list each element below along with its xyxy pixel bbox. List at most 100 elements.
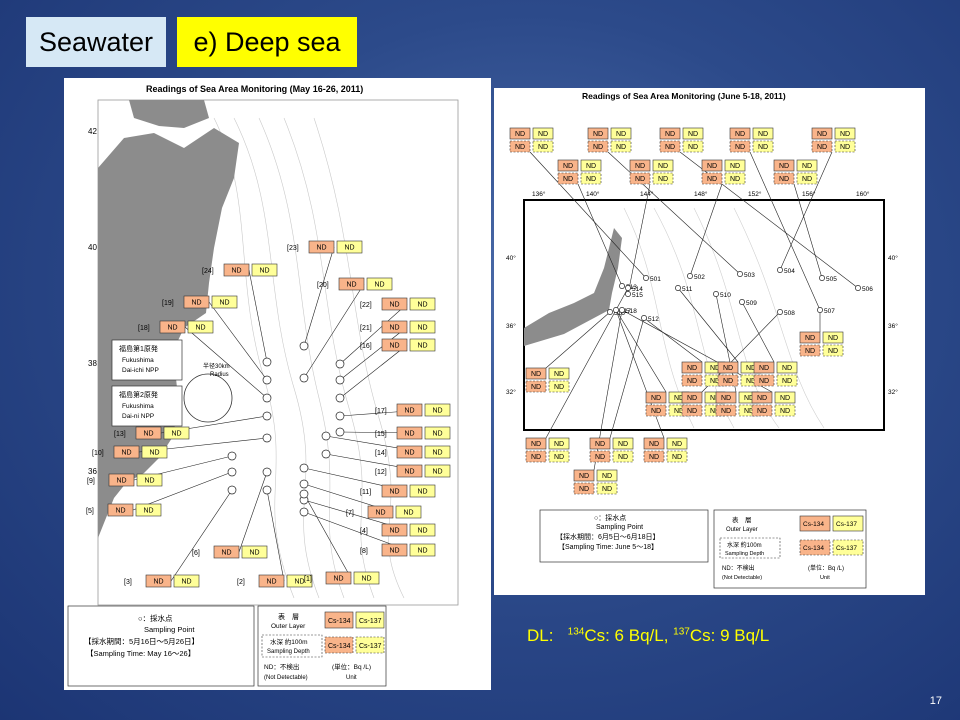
cs137-nd-text: ND	[802, 176, 812, 183]
cs137-nd-box	[596, 469, 618, 482]
cs134-nd-box	[258, 574, 285, 588]
cs134-nd-box	[338, 277, 365, 291]
leader-line	[303, 246, 335, 347]
station-marker	[262, 485, 272, 495]
right-legend: ○：採水点 Sampling Point 【採水期間：6月5日～6月18日】 【…	[539, 509, 867, 589]
cs137-nd-box	[409, 523, 436, 537]
cs137-nd-box	[286, 574, 313, 588]
cs134-nd-box	[509, 127, 531, 140]
cs137-nd-text: ND	[374, 282, 384, 289]
station-marker	[335, 359, 345, 369]
lon-label: 160°	[856, 190, 870, 198]
cs137-nd-box	[251, 263, 278, 277]
cs134-nd-text: ND	[735, 144, 745, 151]
leader-line	[779, 151, 833, 271]
svg-text:(単位：Bq /L): (単位：Bq /L)	[808, 564, 844, 572]
point-label: 507	[824, 308, 835, 315]
cs134-nd-box	[643, 450, 665, 463]
cs134-nd-text: ND	[579, 486, 589, 493]
cs134-nd-box	[145, 574, 172, 588]
cs134-nd-box	[587, 127, 609, 140]
station-marker	[262, 433, 272, 443]
cs134-nd-box	[681, 361, 703, 374]
cs134-nd-box	[573, 482, 595, 495]
svg-text:Outer Layer: Outer Layer	[726, 527, 758, 533]
cs137-nd-text: ND	[618, 454, 628, 461]
cs137-nd-box	[409, 338, 436, 352]
cs137-nd-text: ND	[674, 408, 684, 415]
cs137-nd-box	[774, 404, 796, 417]
cs137-nd-text: ND	[782, 365, 792, 372]
cs134-nd-box	[701, 159, 723, 172]
svg-text:○：採水点: ○：採水点	[138, 613, 173, 623]
cs134-nd-box	[645, 391, 667, 404]
cs137-nd-box	[682, 140, 704, 153]
cs134-nd-text: ND	[375, 510, 385, 517]
cs137-nd-text: ND	[144, 478, 154, 485]
cs134-nd-text: ND	[404, 408, 414, 415]
cs134-nd-box	[701, 172, 723, 185]
leader-line	[545, 311, 611, 369]
svg-text:Cs-134: Cs-134	[803, 521, 824, 528]
cs134-nd-text: ND	[651, 408, 661, 415]
cs134-nd-box	[367, 505, 394, 519]
sampling-point	[739, 299, 745, 305]
svg-text:Cs-137: Cs-137	[836, 545, 857, 552]
cs137-nd-text: ND	[758, 144, 768, 151]
cs137-nd-box	[752, 127, 774, 140]
leader-line	[627, 183, 651, 295]
cs134-nd-text: ND	[707, 176, 717, 183]
cs137-nd-text: ND	[658, 163, 668, 170]
station-marker	[299, 479, 309, 489]
cs134-nd-box	[799, 331, 821, 344]
leader-line	[339, 326, 408, 381]
left-monitoring-map: Readings of Sea Area Monitoring (May 16-…	[64, 78, 491, 690]
cs134-nd-box	[681, 404, 703, 417]
station-marker	[227, 485, 237, 495]
cs134-nd-text: ND	[817, 144, 827, 151]
leader-line	[615, 309, 665, 439]
cs134-nd-text: ND	[563, 163, 573, 170]
cs134-nd-text: ND	[721, 395, 731, 402]
cs134-nd-text: ND	[759, 365, 769, 372]
cs134-nd-text: ND	[333, 576, 343, 583]
cs137-nd-text: ND	[616, 131, 626, 138]
lat-label: 40	[88, 243, 97, 252]
cs137-nd-text: ND	[780, 395, 790, 402]
lon-label: 156°	[802, 190, 816, 198]
station-marker	[299, 489, 309, 499]
cs137-nd-text: ND	[432, 408, 442, 415]
right-lon-labels: 136°140°144°148°152°156°160°	[532, 190, 870, 198]
station-label: [8]	[360, 548, 368, 555]
svg-text:ND：不検出: ND：不検出	[722, 564, 755, 572]
cs137-nd-text: ND	[688, 144, 698, 151]
leader-line	[609, 317, 645, 439]
cs137-nd-box	[211, 295, 238, 309]
slide-number: 17	[929, 695, 942, 707]
point-label: 503	[744, 272, 755, 279]
leader-line	[266, 489, 285, 582]
station-nd-pair: ND ND	[396, 403, 451, 417]
cs134-nd-box	[396, 403, 423, 417]
station-label: [10]	[92, 450, 104, 457]
cs134-nd-box	[396, 426, 423, 440]
svg-text:Cs-137: Cs-137	[359, 618, 382, 625]
radius-label-jp: 半径30km	[203, 362, 230, 370]
right-monitoring-map: Readings of Sea Area Monitoring (June 5-…	[494, 88, 925, 595]
cs134-nd-box	[223, 263, 250, 277]
